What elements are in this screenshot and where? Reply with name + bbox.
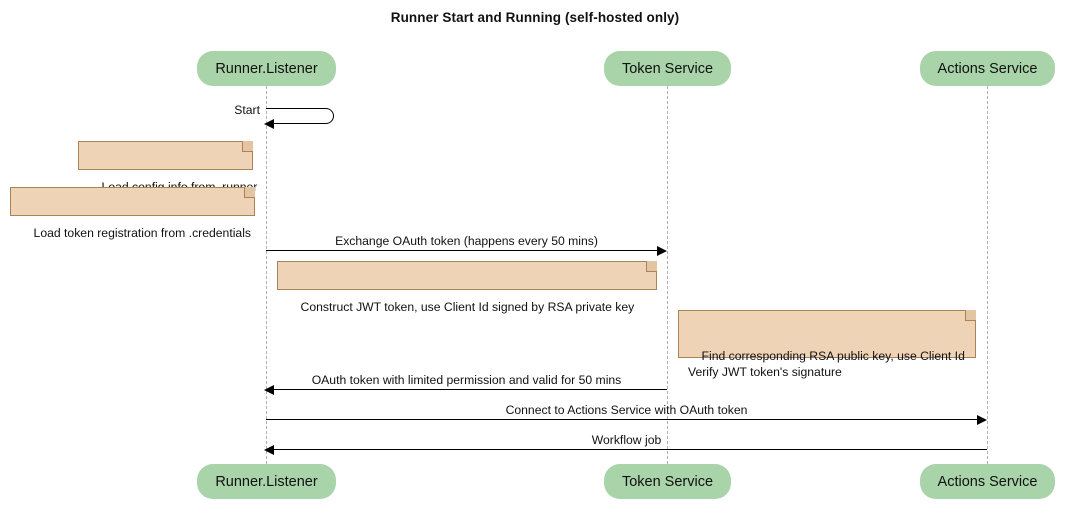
participant-actions-top[interactable]: Actions Service	[920, 51, 1055, 86]
participant-label: Actions Service	[937, 473, 1038, 490]
message-label-exchange-oauth-token: Exchange OAuth token (happens every 50 m…	[335, 234, 598, 248]
participant-actions-bottom[interactable]: Actions Service	[920, 464, 1055, 499]
message-line-oauth-token-response	[274, 389, 667, 390]
note-fold-icon	[242, 141, 253, 152]
diagram-title: Runner Start and Running (self-hosted on…	[390, 10, 680, 25]
message-arrowhead-connect-actions-service	[977, 414, 987, 425]
message-arrowhead-exchange-oauth-token	[657, 245, 667, 256]
participant-label: Runner.Listener	[215, 473, 318, 490]
participant-label: Token Service	[621, 473, 714, 490]
participant-label: Runner.Listener	[215, 60, 318, 77]
lifeline-token	[667, 86, 668, 464]
note-load-config: Load config info from .runner	[78, 141, 257, 194]
lifeline-actions	[987, 86, 988, 464]
participant-label: Actions Service	[937, 60, 1038, 77]
message-line-connect-actions-service	[266, 419, 979, 420]
note-fold-icon	[965, 310, 976, 321]
participant-runner-top[interactable]: Runner.Listener	[197, 51, 336, 86]
note-verify-jwt: Find corresponding RSA public key, use C…	[678, 310, 976, 379]
message-arrowhead-workflow-job	[264, 444, 274, 455]
note-text: Find corresponding RSA public key, use C…	[688, 349, 965, 379]
message-arrow-start	[266, 108, 334, 124]
note-text: Construct JWT token, use Client Id signe…	[300, 300, 635, 314]
message-label-workflow-job: Workflow job	[591, 433, 662, 447]
participant-token-bottom[interactable]: Token Service	[604, 464, 731, 499]
message-label-start: Start	[234, 103, 260, 117]
participant-token-top[interactable]: Token Service	[604, 51, 731, 86]
message-arrowhead-oauth-token-response	[264, 384, 274, 395]
note-fold-icon	[244, 187, 255, 198]
message-line-exchange-oauth-token	[266, 250, 659, 251]
note-load-token-registration: Load token registration from .credential…	[10, 187, 255, 240]
lifeline-runner	[266, 86, 267, 464]
note-construct-jwt: Construct JWT token, use Client Id signe…	[277, 261, 657, 314]
note-text: Load token registration from .credential…	[33, 226, 252, 240]
participant-runner-bottom[interactable]: Runner.Listener	[197, 464, 336, 499]
message-label-connect-actions-service: Connect to Actions Service with OAuth to…	[505, 403, 748, 417]
message-label-oauth-token-response: OAuth token with limited permission and …	[311, 373, 622, 387]
participant-label: Token Service	[621, 60, 714, 77]
message-line-workflow-job	[274, 449, 987, 450]
message-arrowhead-start	[264, 118, 274, 129]
note-fold-icon	[646, 261, 657, 272]
